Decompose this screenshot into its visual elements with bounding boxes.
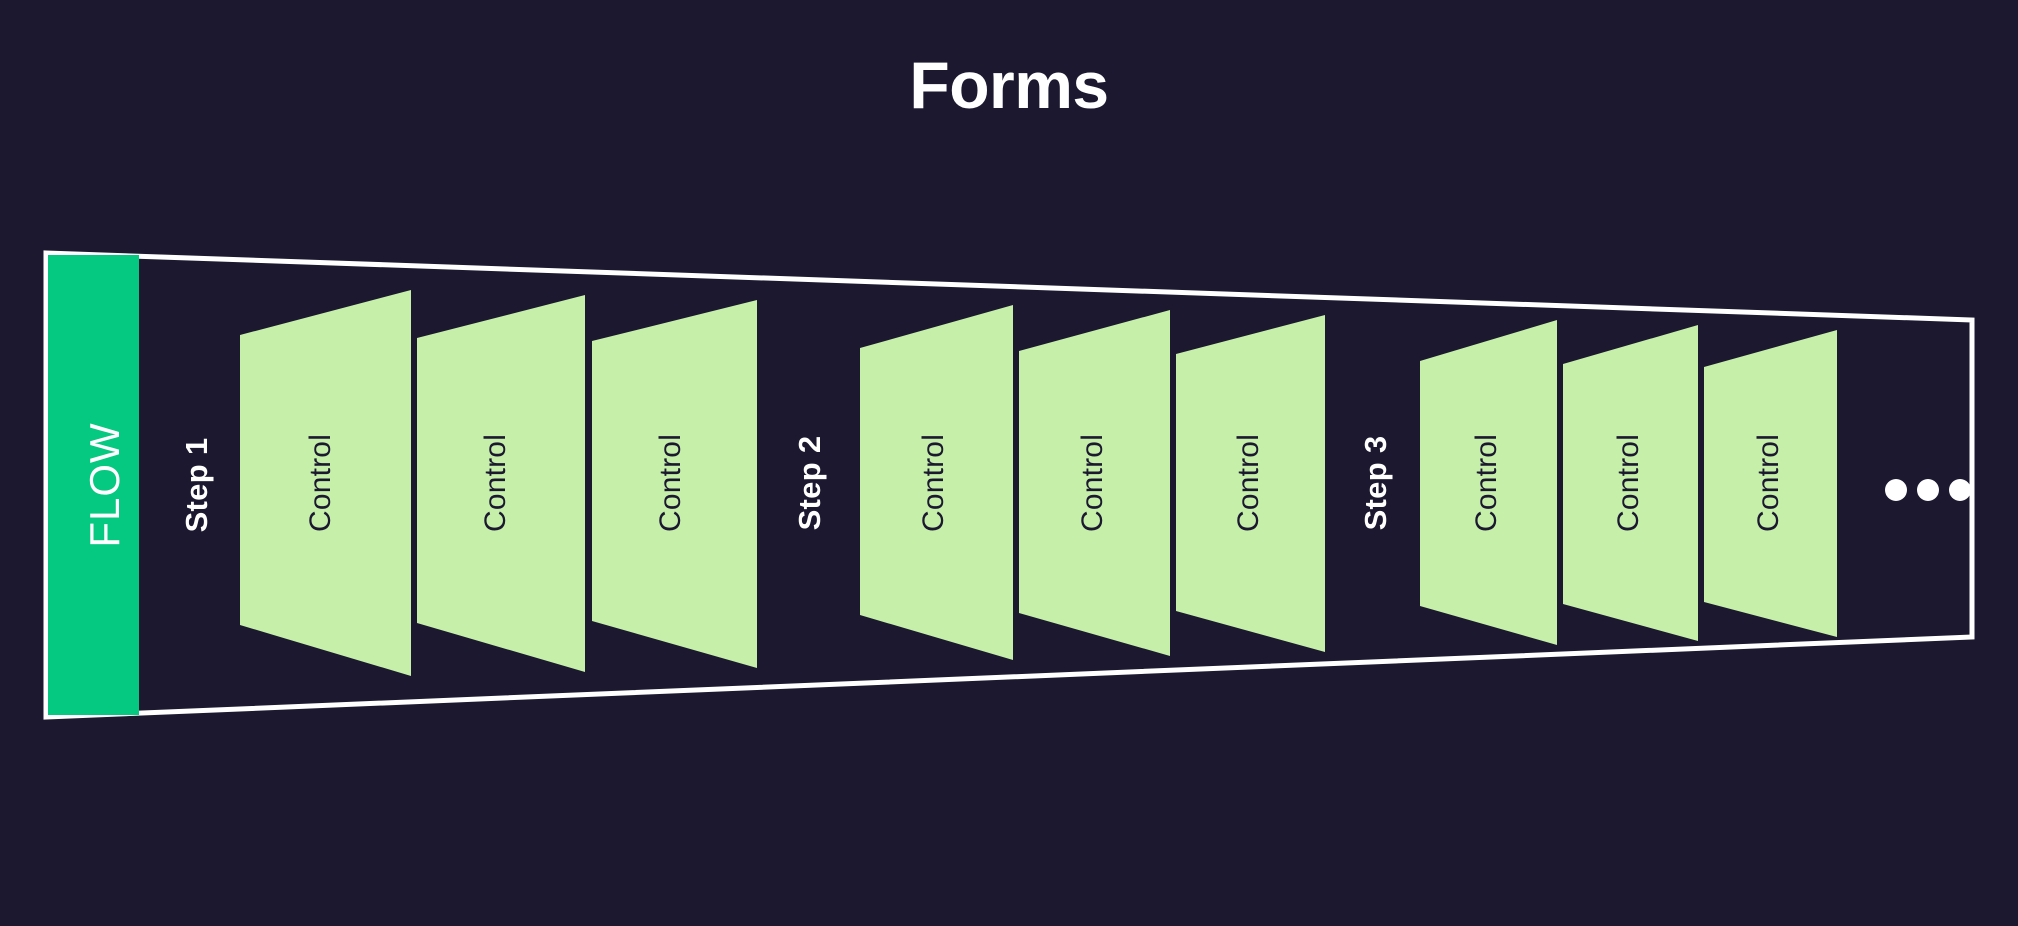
control-card-shape xyxy=(417,295,585,672)
step-group-3[interactable]: Step 3 Control Control Control xyxy=(1358,320,1837,645)
page-title: Forms xyxy=(909,48,1109,122)
flow-bar-fill xyxy=(48,255,139,715)
control-card-label: Control xyxy=(1752,434,1785,532)
control-card-shape xyxy=(1176,315,1325,652)
funnel-outline xyxy=(43,250,1975,720)
ellipsis-dot xyxy=(1917,479,1939,501)
control-card-label: Control xyxy=(917,434,950,532)
control-card[interactable]: Control xyxy=(240,290,411,676)
control-card[interactable]: Control xyxy=(1563,325,1698,641)
control-card-shape xyxy=(1420,320,1557,645)
control-card-label: Control xyxy=(1612,434,1645,532)
control-card-label: Control xyxy=(479,434,512,532)
control-card[interactable]: Control xyxy=(1019,310,1170,656)
control-card[interactable]: Control xyxy=(1420,320,1557,645)
control-card-shape xyxy=(1704,330,1837,637)
control-card[interactable]: Control xyxy=(417,295,585,672)
step-label-2: Step 2 xyxy=(792,436,827,531)
flow-bar-label: FLOW xyxy=(81,422,128,547)
control-card-shape xyxy=(860,305,1013,660)
step-group-1[interactable]: Step 1 Control Control Control xyxy=(179,290,757,676)
ellipsis-dot xyxy=(1885,479,1907,501)
control-card-label: Control xyxy=(1232,434,1265,532)
control-card-shape xyxy=(240,290,411,676)
control-card-label: Control xyxy=(654,434,687,532)
control-card[interactable]: Control xyxy=(592,300,757,668)
step-label-1: Step 1 xyxy=(179,438,214,533)
control-card-label: Control xyxy=(304,434,337,532)
control-card[interactable]: Control xyxy=(860,305,1013,660)
control-card[interactable]: Control xyxy=(1176,315,1325,652)
control-card-shape xyxy=(592,300,757,668)
flow-bar[interactable]: FLOW xyxy=(48,255,139,715)
control-card-shape xyxy=(1563,325,1698,641)
step-label-3: Step 3 xyxy=(1358,436,1393,531)
control-card-shape xyxy=(1019,310,1170,656)
ellipsis-dot xyxy=(1949,479,1971,501)
control-card-label: Control xyxy=(1470,434,1503,532)
control-card[interactable]: Control xyxy=(1704,330,1837,637)
ellipsis-icon[interactable] xyxy=(1885,479,1971,501)
control-card-label: Control xyxy=(1076,434,1109,532)
step-group-2[interactable]: Step 2 Control Control Control xyxy=(792,305,1325,660)
